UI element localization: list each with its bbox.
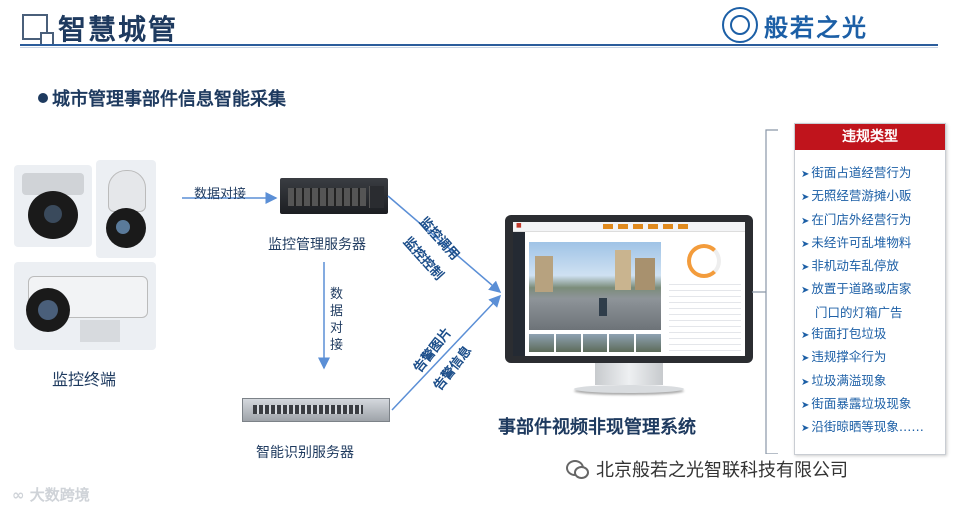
violation-list: ➤街面占道经营行为➤无照经营游摊小贩➤在门店外经营行为➤未经许可乱堆物料➤非机动… (801, 162, 924, 440)
violation-item-text: 沿街晾晒等现象…… (811, 419, 924, 434)
violation-item: ➤街面打包垃圾 (801, 323, 924, 346)
violation-item-text: 违规撑伞行为 (811, 349, 886, 364)
company-name: 北京般若之光智联科技有限公司 (596, 456, 848, 482)
violation-item-text: 在门店外经营行为 (811, 212, 911, 227)
violation-item: ➤在门店外经营行为 (801, 209, 924, 232)
violation-item: ➤非机动车乱停放 (801, 255, 924, 278)
arrow-bullet-icon: ➤ (801, 169, 809, 180)
violation-item-text: 门口的灯箱广告 (815, 305, 903, 320)
arrow-bullet-icon: ➤ (801, 262, 809, 273)
event-table (669, 284, 741, 352)
arrow-bullet-icon: ➤ (801, 192, 809, 203)
violation-types-title: 违规类型 (795, 124, 945, 150)
violation-item-text: 无照经营游摊小贩 (811, 188, 911, 203)
violation-item-text: 非机动车乱停放 (811, 258, 899, 273)
violation-item-text: 未经许可乱堆物料 (811, 235, 911, 250)
arrow-bullet-icon: ➤ (801, 330, 809, 341)
bracket-connector (752, 128, 780, 454)
violation-item: ➤放置于道路或店家 (801, 278, 924, 301)
monitor-stand (595, 363, 663, 385)
monitor-base (574, 385, 684, 393)
arrow-bullet-icon: ➤ (801, 400, 809, 411)
company-credit: 北京般若之光智联科技有限公司 (566, 456, 848, 482)
watermark-text: 大数跨境 (30, 486, 90, 504)
arrow-bullet-icon: ➤ (801, 423, 809, 434)
system-label: 事部件视频非现管理系统 (498, 413, 696, 439)
violation-item: ➤无照经营游摊小贩 (801, 185, 924, 208)
monitor-screen: ■ (513, 222, 745, 356)
street-video-feed (529, 242, 661, 330)
violation-item: ➤街面占道经营行为 (801, 162, 924, 185)
arrow-to-system-bottom (392, 296, 500, 410)
data-link-vertical-label: 数据对接 (330, 286, 346, 354)
violation-item-text: 垃圾满溢现象 (811, 373, 886, 388)
arrow-bullet-icon: ➤ (801, 377, 809, 388)
violation-item-text: 街面占道经营行为 (811, 165, 911, 180)
arrow-bullet-icon: ➤ (801, 353, 809, 364)
violation-item: ➤垃圾满溢现象 (801, 370, 924, 393)
arrow-bullet-icon: ➤ (801, 216, 809, 227)
violation-item: ➤未经许可乱堆物料 (801, 232, 924, 255)
violation-item: ➤违规撑伞行为 (801, 346, 924, 369)
wechat-icon (566, 460, 588, 478)
violation-item: ➤街面暴露垃圾现象 (801, 393, 924, 416)
arrow-bullet-icon: ➤ (801, 239, 809, 250)
violation-item: 门口的灯箱广告 (801, 302, 924, 323)
data-link-label: 数据对接 (194, 183, 246, 202)
violation-item: ➤沿街晾晒等现象…… (801, 416, 924, 439)
violation-item-text: 放置于道路或店家 (811, 281, 911, 296)
system-monitor-image: ■ (505, 215, 753, 363)
violation-types-panel: 违规类型 ➤街面占道经营行为➤无照经营游摊小贩➤在门店外经营行为➤未经许可乱堆物… (794, 123, 946, 455)
watermark: ∞ 大数跨境 (12, 484, 90, 505)
donut-chart-icon (687, 244, 721, 278)
violation-item-text: 街面打包垃圾 (811, 326, 886, 341)
arrow-bullet-icon: ➤ (801, 285, 809, 296)
violation-item-text: 街面暴露垃圾现象 (811, 396, 911, 411)
